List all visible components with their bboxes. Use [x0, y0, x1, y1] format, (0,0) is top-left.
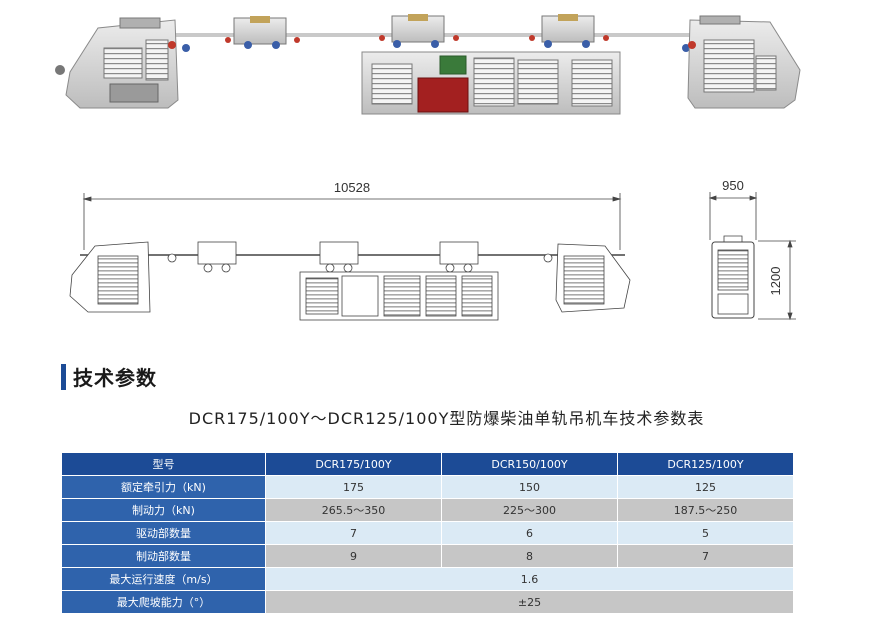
table-cell: 225～300	[441, 498, 618, 522]
table-cell: 6	[441, 521, 618, 545]
table-cell: 5	[617, 521, 794, 545]
table-title: DCR175/100Y～DCR125/100Y型防爆柴油单轨吊机车技术参数表	[188, 409, 705, 428]
table-cell: 175	[265, 475, 442, 499]
table-row: 额定牵引力（kN) 175 150 125	[61, 475, 794, 499]
table-header-row: 型号 DCR175/100Y DCR150/100Y DCR125/100Y	[61, 452, 794, 476]
header-cell: DCR175/100Y	[265, 452, 442, 476]
table-cell: 8	[441, 544, 618, 568]
line-drawing-side-view	[69, 193, 631, 321]
table-row: 制动力（kN) 265.5～350 225～300 187.5～250	[61, 498, 794, 522]
line-drawing-front-view	[708, 192, 796, 321]
table-row: 驱动部数量 7 6 5	[61, 521, 794, 545]
height-dimension-label: 1200	[768, 267, 783, 296]
table-cell-merged: ±25	[265, 590, 794, 614]
table-row: 最大爬坡能力（°） ±25	[61, 590, 794, 614]
rendered-side-view	[55, 14, 801, 115]
width-dimension-label: 950	[722, 178, 744, 193]
table-row: 最大运行速度（m/s） 1.6	[61, 567, 794, 591]
section-heading-text: 技术参数	[73, 366, 157, 390]
table-row: 制动部数量 9 8 7	[61, 544, 794, 568]
parameters-table: 型号 DCR175/100Y DCR150/100Y DCR125/100Y 额…	[61, 452, 794, 614]
locomotive-drawing: 10528 950 1200	[55, 14, 801, 321]
table-cell: 9	[265, 544, 442, 568]
section-heading: 技术参数	[61, 362, 157, 391]
table-cell: 7	[265, 521, 442, 545]
table-cell: 265.5～350	[265, 498, 442, 522]
length-dimension-label: 10528	[334, 180, 370, 195]
row-label: 最大运行速度（m/s）	[61, 567, 266, 591]
header-cell: DCR150/100Y	[441, 452, 618, 476]
row-label: 制动力（kN)	[61, 498, 266, 522]
table-cell: 7	[617, 544, 794, 568]
table-cell: 125	[617, 475, 794, 499]
table-cell: 150	[441, 475, 618, 499]
row-label: 驱动部数量	[61, 521, 266, 545]
header-cell: DCR125/100Y	[617, 452, 794, 476]
heading-accent-bar	[61, 363, 66, 390]
table-cell: 187.5～250	[617, 498, 794, 522]
header-cell-model: 型号	[61, 452, 266, 476]
row-label: 最大爬坡能力（°）	[61, 590, 266, 614]
row-label: 制动部数量	[61, 544, 266, 568]
table-cell-merged: 1.6	[265, 567, 794, 591]
row-label: 额定牵引力（kN)	[61, 475, 266, 499]
